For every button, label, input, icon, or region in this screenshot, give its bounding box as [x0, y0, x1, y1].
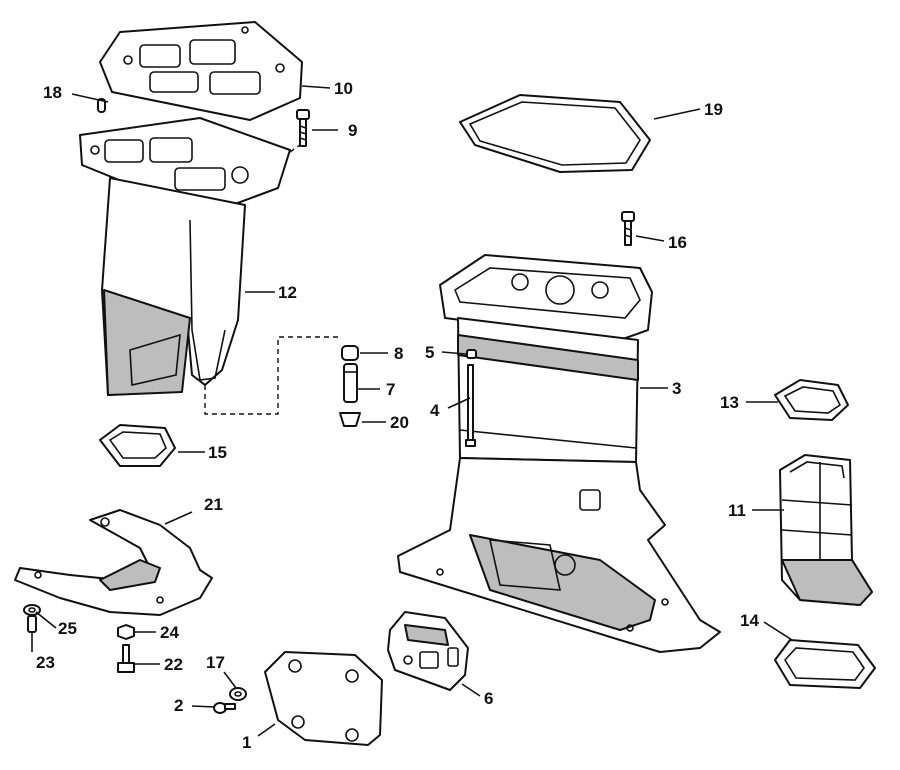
alignment-line-12 — [204, 336, 340, 415]
part-13-seal — [774, 379, 849, 421]
part-17-washer — [229, 687, 247, 701]
callout-17: 17 — [206, 653, 225, 672]
callout-1: 1 — [242, 733, 251, 752]
callout-2: 2 — [174, 696, 183, 715]
callout-20: 20 — [390, 413, 409, 432]
callout-22: 22 — [164, 655, 183, 674]
callout-12: 12 — [278, 283, 297, 302]
callout-23: 23 — [36, 653, 55, 672]
part-19-seal — [459, 94, 651, 173]
callout-14: 14 — [740, 611, 759, 630]
part-12-exhaust-housing — [79, 117, 291, 396]
callout-24: 24 — [160, 623, 179, 642]
part-20-grommet — [339, 412, 361, 427]
part-8-grommet — [341, 345, 359, 361]
callout-13: 13 — [720, 393, 739, 412]
callout-7: 7 — [386, 380, 395, 399]
part-1-cover — [264, 651, 383, 746]
part-7-tube — [343, 363, 358, 403]
callout-8: 8 — [394, 344, 403, 363]
part-9-bolt — [296, 109, 310, 147]
callout-11: 11 — [728, 501, 746, 520]
callout-4: 4 — [430, 401, 440, 420]
callout-3: 3 — [672, 379, 681, 398]
callout-19: 19 — [704, 100, 723, 119]
part-5-nut — [466, 349, 477, 359]
part-10-gasket — [99, 21, 303, 121]
callout-5: 5 — [425, 343, 434, 362]
callout-labels: 1 2 3 4 5 6 7 8 9 10 11 12 13 14 15 16 1… — [36, 79, 759, 752]
part-15-seal — [99, 424, 176, 467]
part-2-screw — [213, 702, 236, 714]
callout-21: 21 — [204, 495, 223, 514]
part-18-dowel-pin — [97, 98, 106, 113]
callout-18: 18 — [43, 83, 62, 102]
part-11-exhaust-tube — [779, 454, 873, 606]
callout-6: 6 — [484, 689, 493, 708]
callout-10: 10 — [334, 79, 353, 98]
part-6-mount — [387, 611, 469, 691]
part-24-nut — [117, 624, 135, 640]
part-14-seal — [774, 639, 876, 689]
part-3-driveshaft-housing — [397, 254, 721, 653]
part-21-plate — [14, 509, 213, 616]
part-23-bolt — [27, 615, 37, 633]
callout-16: 16 — [668, 233, 687, 252]
leader-lines — [31, 85, 793, 737]
alignment-line-9 — [289, 144, 301, 153]
callout-25: 25 — [58, 619, 77, 638]
callout-9: 9 — [348, 121, 357, 140]
callout-15: 15 — [208, 443, 227, 462]
part-22-bolt — [117, 644, 135, 673]
part-4-stud — [465, 364, 476, 447]
part-16-bolt — [621, 211, 635, 246]
